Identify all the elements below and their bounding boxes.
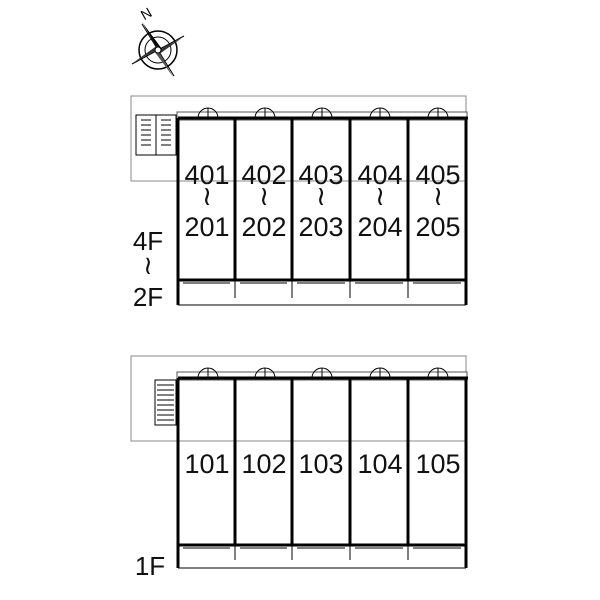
- unit-104: 104: [357, 449, 402, 479]
- floor-label-4f: 4F: [133, 226, 163, 256]
- unit-401-201-bottom: 201: [184, 212, 229, 242]
- compass-rose-icon: N: [131, 4, 185, 78]
- unit-402-202-bottom: 202: [241, 212, 286, 242]
- floor-range-symbol: ≀: [143, 250, 153, 280]
- unit-401-201-top: 401: [184, 160, 229, 190]
- staircase-upper: [135, 114, 177, 156]
- unit-405-205-top: 405: [415, 160, 460, 190]
- unit-405-205-bottom: 205: [415, 212, 460, 242]
- unit-102: 102: [241, 449, 286, 479]
- unit-404-204-range: ≀: [375, 181, 385, 211]
- unit-402-202-range: ≀: [259, 181, 269, 211]
- unit-405-205: 405 ≀ 205: [415, 160, 460, 242]
- unit-103: 103: [298, 449, 343, 479]
- unit-401-201-range: ≀: [202, 181, 212, 211]
- compass-north-label: N: [138, 4, 155, 23]
- unit-105: 105: [415, 449, 460, 479]
- floor-label-1f: 1F: [135, 551, 165, 581]
- unit-101: 101: [184, 449, 229, 479]
- unit-402-202: 402 ≀ 202: [241, 160, 286, 242]
- unit-403-203-range: ≀: [316, 181, 326, 211]
- unit-403-203: 403 ≀ 203: [298, 160, 343, 242]
- entrance-doors-lower: [197, 367, 449, 379]
- unit-405-205-range: ≀: [433, 181, 443, 211]
- unit-403-203-bottom: 203: [298, 212, 343, 242]
- upper-floor-block: 405 ≀ 205 404 ≀ 204 403 ≀ 203 402 ≀ 202 …: [130, 95, 468, 312]
- unit-403-203-top: 403: [298, 160, 343, 190]
- unit-402-202-top: 402: [241, 160, 286, 190]
- entrance-doors-upper: [197, 107, 449, 119]
- unit-404-204-top: 404: [357, 160, 402, 190]
- balcony-windows-upper: [183, 280, 461, 298]
- balcony-windows-lower: [183, 545, 461, 560]
- unit-404-204: 404 ≀ 204: [357, 160, 402, 242]
- floor-label-2f: 2F: [133, 282, 163, 312]
- unit-404-204-bottom: 204: [357, 212, 402, 242]
- unit-401-201: 401 ≀ 201: [184, 160, 229, 242]
- staircase-lower: [154, 379, 177, 426]
- lower-floor-block: 101 102 103 104 105 1F: [130, 355, 468, 581]
